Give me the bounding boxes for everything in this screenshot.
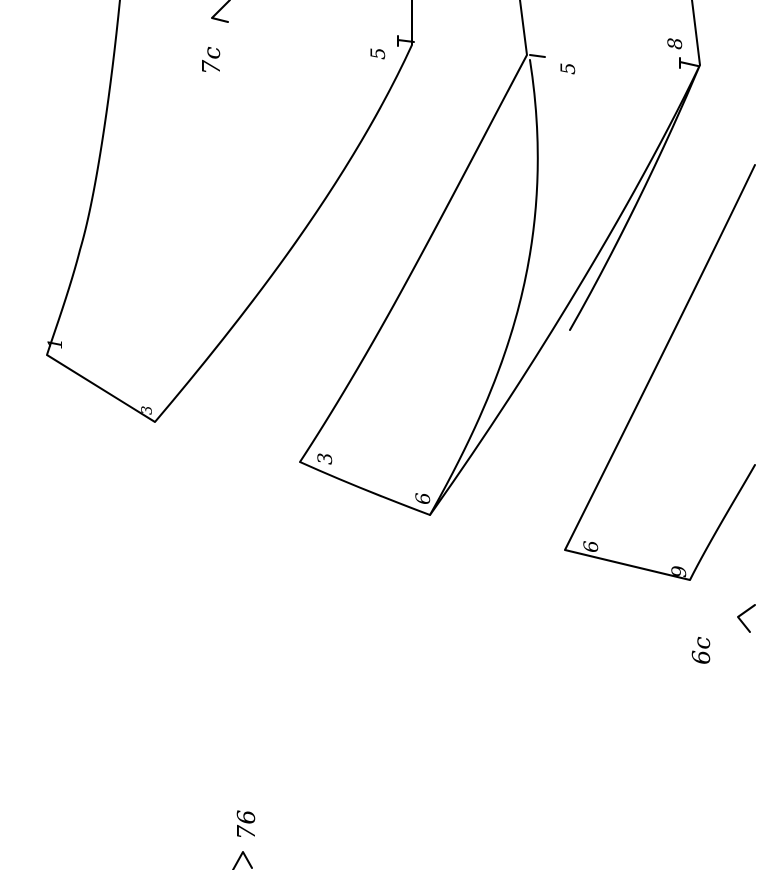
piece-1-arrow <box>211 0 231 23</box>
piece-3-outline <box>564 0 756 581</box>
piece-2-corner-5: 5 <box>556 62 580 75</box>
piece-3-corner-6: 6 <box>579 540 603 553</box>
piece-2-corner-6: 6 <box>411 492 435 505</box>
piece-3-notch-mark <box>679 57 699 69</box>
piece-3-edge <box>429 64 701 516</box>
piece-1-corner-1: 1 <box>43 337 67 350</box>
piece-2-outline <box>299 0 539 516</box>
piece-1-notch-mark <box>397 35 415 47</box>
piece-1-outline <box>46 0 413 423</box>
piece-1-corner-5: 5 <box>366 47 390 60</box>
piece-3-arrow <box>737 604 756 633</box>
piece-2-corner-3: 3 <box>313 452 337 465</box>
piece-3-corner-8: 8 <box>663 37 687 50</box>
piece-1-side-label: 7c <box>198 46 226 75</box>
bottom-arrow <box>232 851 253 870</box>
piece-2-notch-mark <box>529 54 546 58</box>
piece-3-side-label: 6c <box>688 636 716 665</box>
piece-1-corner-3: 3 <box>138 405 156 415</box>
bottom-label: 76 <box>233 809 261 840</box>
piece-3-corner-9: 9 <box>667 565 691 578</box>
